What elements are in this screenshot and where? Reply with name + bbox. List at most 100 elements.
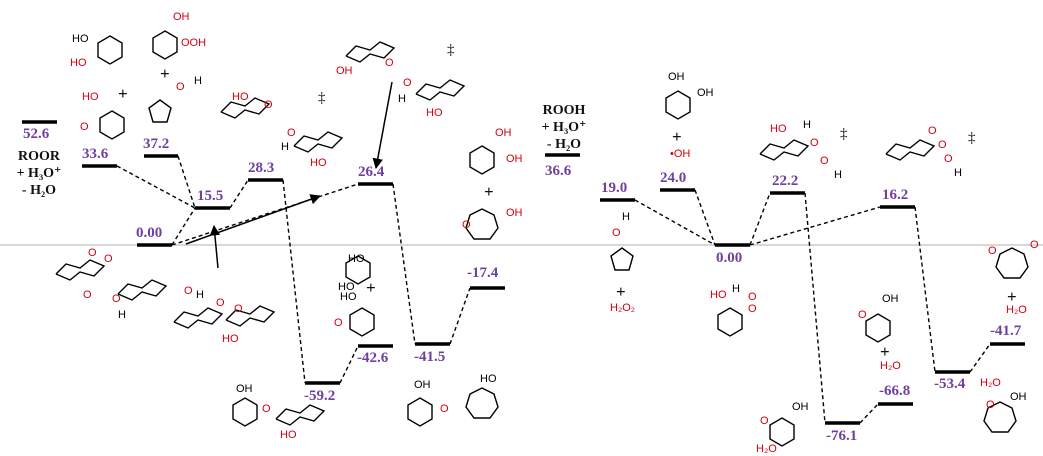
svg-text:O: O	[176, 81, 185, 93]
svg-text:H: H	[803, 119, 811, 131]
energy-m59-2: -59.2	[304, 388, 336, 404]
svg-text:O: O	[760, 415, 769, 427]
energy-m76-1: -76.1	[826, 428, 858, 444]
svg-text:O: O	[334, 317, 343, 329]
molecule-ts-28-3: HO O O H HO	[220, 91, 343, 169]
svg-text:H: H	[398, 93, 406, 105]
svg-text:O: O	[928, 125, 937, 137]
svg-text:O: O	[462, 219, 471, 231]
svg-text:OH: OH	[506, 207, 523, 219]
svg-text:H₂O: H₂O	[756, 443, 777, 455]
svg-text:H: H	[118, 309, 126, 321]
svg-text:O: O	[184, 285, 193, 297]
svg-text:H: H	[954, 167, 962, 179]
molecule-cyclopentyl-right: O H	[610, 211, 634, 271]
svg-text:HO: HO	[340, 291, 357, 303]
svg-text:O: O	[986, 399, 995, 411]
molecule-cyclopentyl-carbonyl: O H	[148, 75, 202, 123]
energy-26-4: 26.4	[358, 164, 385, 180]
energy-m66-8: -66.8	[879, 383, 911, 399]
h2o-label-right-2: H₂O	[1006, 304, 1027, 316]
roor-conditions: ROOR + H₃O⁺ - H₂O	[14, 148, 64, 199]
svg-text:O: O	[216, 297, 225, 309]
energy-m41-7: -41.7	[990, 323, 1022, 339]
svg-text:O: O	[104, 253, 113, 265]
svg-text:O: O	[287, 127, 296, 139]
energy-22-2: 22.2	[772, 173, 799, 189]
svg-text:OH: OH	[506, 153, 523, 165]
svg-text:O: O	[264, 99, 273, 111]
svg-text:O: O	[403, 77, 412, 89]
molecule-diol-radical-cation: HO HO	[70, 33, 123, 69]
molecule-ts-22-2: HO H O O H	[759, 119, 842, 181]
svg-text:O: O	[858, 309, 867, 321]
molecule-ts-16-2: O O O H	[885, 125, 962, 179]
svg-text:H: H	[834, 169, 842, 181]
molecule-bottom-m76-1: OH O H₂O	[756, 401, 809, 455]
plus-left-top-2: +	[160, 64, 170, 83]
svg-text:HO: HO	[72, 33, 89, 45]
molecule-diol-radical-right: OH OH	[665, 71, 714, 120]
svg-text:O: O	[748, 291, 757, 303]
energy-0-left: 0.00	[136, 225, 163, 241]
ts-dagger-22-2: ‡	[840, 126, 848, 142]
molecule-cyclohexanol-cation: HO O	[80, 91, 125, 140]
svg-text:OH: OH	[336, 65, 353, 77]
molecule-bottom-m53-4: H₂O OH O	[980, 377, 1027, 433]
left-connectors	[116, 155, 471, 384]
svg-text:HO: HO	[70, 57, 87, 69]
energy-0-right: 0.00	[716, 250, 743, 266]
h2o-label-right-1: H₂O	[880, 360, 901, 372]
svg-text:O: O	[938, 139, 947, 151]
svg-text:HO: HO	[338, 281, 355, 293]
plus-h2o2: +	[616, 282, 626, 301]
energy-19-0: 19.0	[601, 180, 628, 196]
svg-text:O: O	[944, 153, 953, 165]
molecule-ts-26-4: OH O O H HO	[336, 41, 465, 119]
molecule-hydroperoxide-right: HO H O O	[710, 283, 757, 337]
energy-m41-5: -41.5	[414, 349, 446, 365]
molecule-ts-ring-complex: O H O O HO	[173, 285, 275, 345]
svg-text:OOH: OOH	[181, 37, 206, 49]
energy-rooh-input: 36.6	[545, 163, 572, 179]
svg-text:HO: HO	[310, 157, 327, 169]
svg-text:OH: OH	[414, 379, 431, 391]
plus-oxepanone-right: +	[1007, 287, 1017, 306]
rooh-add: + H₃O⁺	[541, 120, 587, 135]
ts-dagger-16-2: ‡	[968, 130, 976, 146]
molecule-bottom-m41-5: OH O HO	[407, 373, 499, 427]
energy-33-6: 33.6	[82, 146, 109, 162]
roor-add: + H₃O⁺	[16, 166, 62, 181]
ts-dagger-28-3: ‡	[318, 90, 326, 106]
svg-text:OH: OH	[792, 401, 809, 413]
svg-text:O: O	[440, 403, 449, 415]
svg-text:H: H	[732, 283, 740, 295]
svg-text:OH: OH	[173, 11, 190, 23]
svg-text:OH: OH	[495, 127, 512, 139]
molecule-diol-left: HO HO	[338, 253, 371, 293]
energy-24-0: 24.0	[660, 170, 687, 186]
svg-text:H₂O: H₂O	[980, 377, 1001, 389]
svg-text:OH: OH	[236, 383, 253, 395]
svg-text:O: O	[83, 289, 92, 301]
svg-text:O: O	[262, 403, 271, 415]
arrow-to-ts-26-4	[372, 81, 393, 170]
molecule-hydroxy-hydroperoxide: OH OOH	[152, 11, 206, 60]
arrow-from-complex	[185, 194, 321, 245]
rooh-remove: - H₂O	[546, 137, 582, 152]
svg-text:HO: HO	[426, 107, 443, 119]
svg-text:OH: OH	[1010, 391, 1027, 403]
h2o2-label: H₂O₂	[610, 302, 636, 314]
molecule-diol-cation-left: HO O	[334, 291, 375, 337]
svg-text:HO: HO	[770, 123, 787, 135]
svg-text:H: H	[281, 141, 289, 153]
molecule-bottom-m59-2: OH O HO	[232, 383, 325, 441]
svg-text:HO: HO	[710, 289, 727, 301]
svg-text:O: O	[80, 121, 89, 133]
ts-dagger-26-4: ‡	[447, 42, 455, 58]
svg-text:HO: HO	[280, 429, 297, 441]
plus-radical-right: +	[672, 127, 682, 146]
plus-diol-cation-right: +	[880, 342, 890, 361]
